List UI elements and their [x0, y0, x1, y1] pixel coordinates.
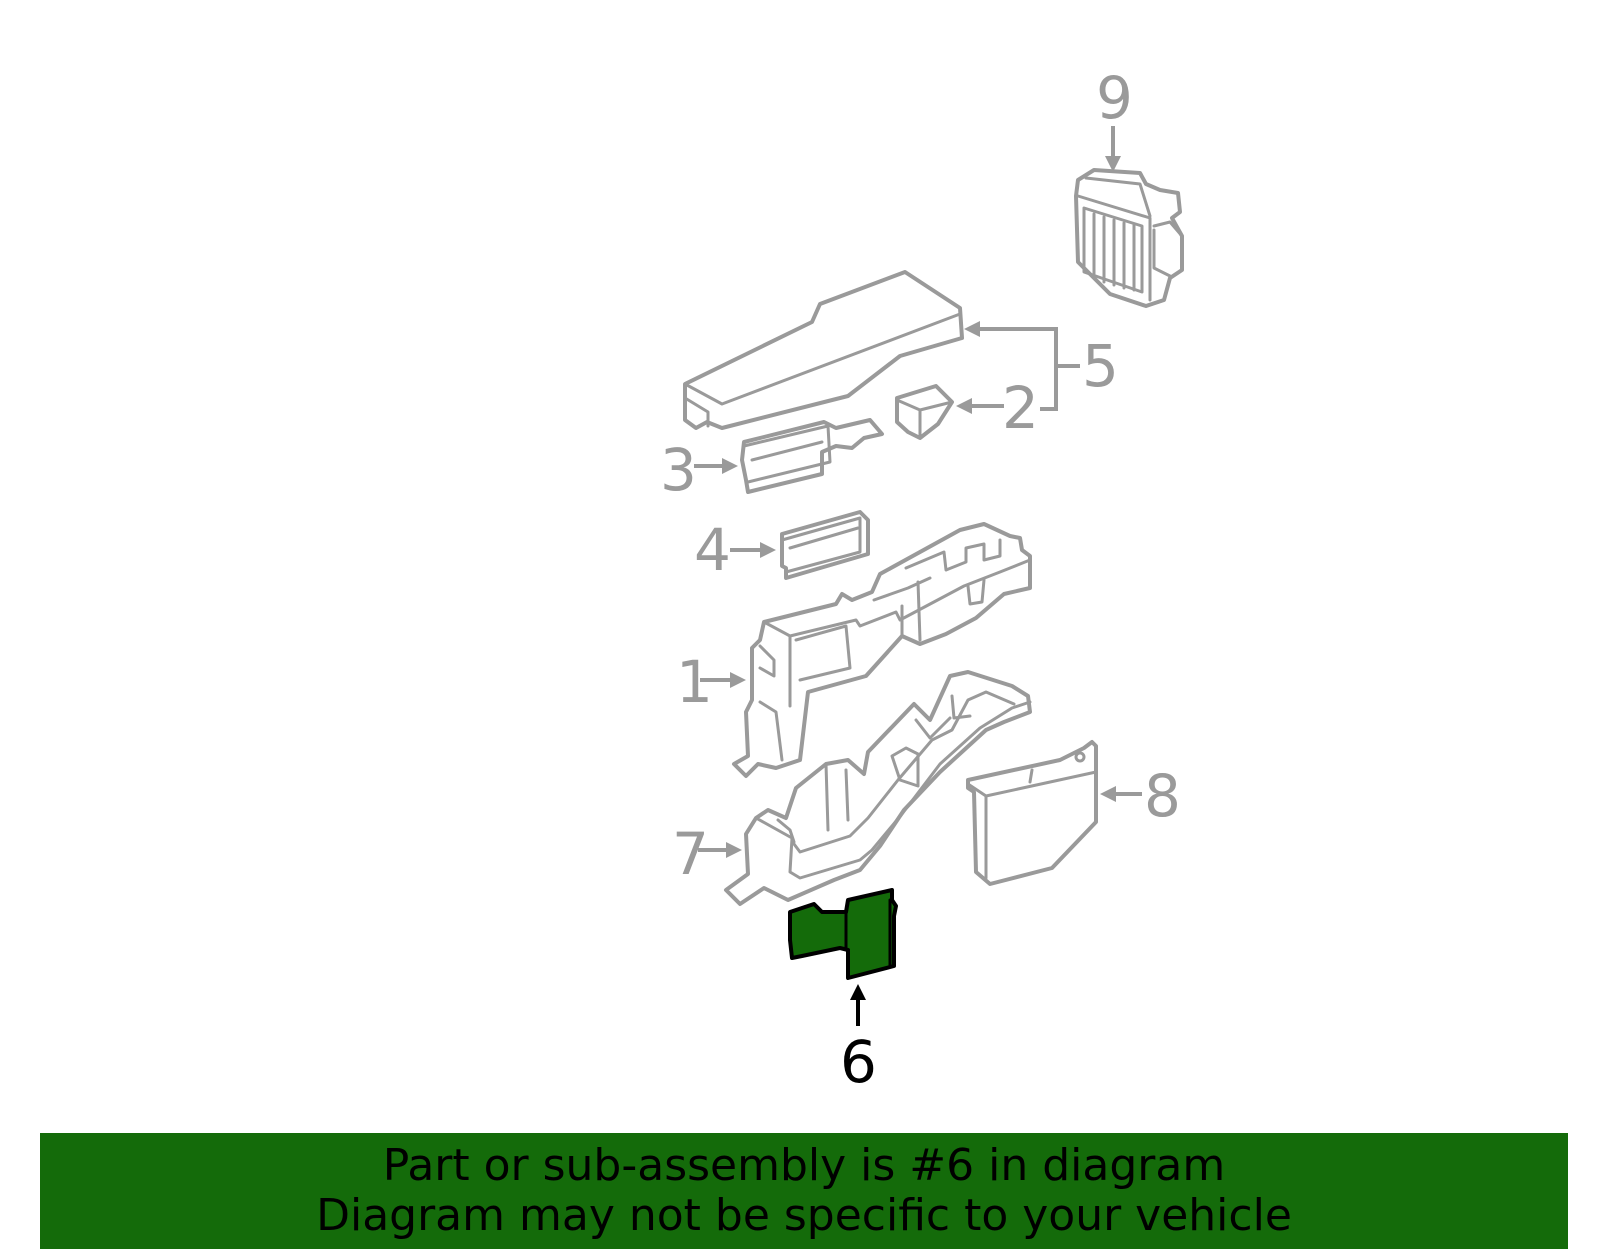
callout-3-leader	[694, 458, 738, 474]
callout-1-leader	[700, 672, 746, 688]
callout-4[interactable]: 4	[694, 516, 731, 584]
callout-8-leader	[1100, 786, 1142, 802]
callout-5-leader	[964, 321, 1080, 411]
callout-6[interactable]: 6	[840, 1028, 877, 1096]
part-7-lower-case[interactable]	[724, 670, 1032, 906]
callout-5[interactable]: 5	[1082, 332, 1119, 400]
part-9-module[interactable]	[1074, 168, 1184, 308]
part-6-bracket-highlighted[interactable]	[788, 888, 898, 980]
callout-7[interactable]: 7	[672, 820, 709, 888]
callout-3[interactable]: 3	[660, 436, 697, 504]
part-8-side-cover[interactable]	[966, 740, 1098, 886]
part-2-relay[interactable]	[895, 384, 954, 440]
callout-9-leader	[1105, 126, 1121, 172]
part-1-junction-block[interactable]	[732, 522, 1032, 778]
callout-8[interactable]: 8	[1144, 762, 1181, 830]
callout-4-leader	[730, 542, 776, 558]
part-3-fuse-block[interactable]	[740, 418, 884, 494]
part-4-fuse[interactable]	[780, 510, 870, 580]
callout-2[interactable]: 2	[1002, 374, 1039, 442]
info-banner: Part or sub-assembly is #6 in diagram Di…	[40, 1133, 1568, 1249]
part-5-cover[interactable]	[683, 270, 964, 430]
callout-1[interactable]: 1	[676, 648, 713, 716]
banner-line-1: Part or sub-assembly is #6 in diagram	[382, 1140, 1226, 1191]
callout-2-leader	[956, 398, 1004, 414]
callout-7-leader	[698, 842, 742, 858]
callout-9[interactable]: 9	[1096, 64, 1133, 132]
banner-line-2: Diagram may not be specific to your vehi…	[316, 1190, 1292, 1241]
callout-6-leader	[850, 984, 866, 1026]
